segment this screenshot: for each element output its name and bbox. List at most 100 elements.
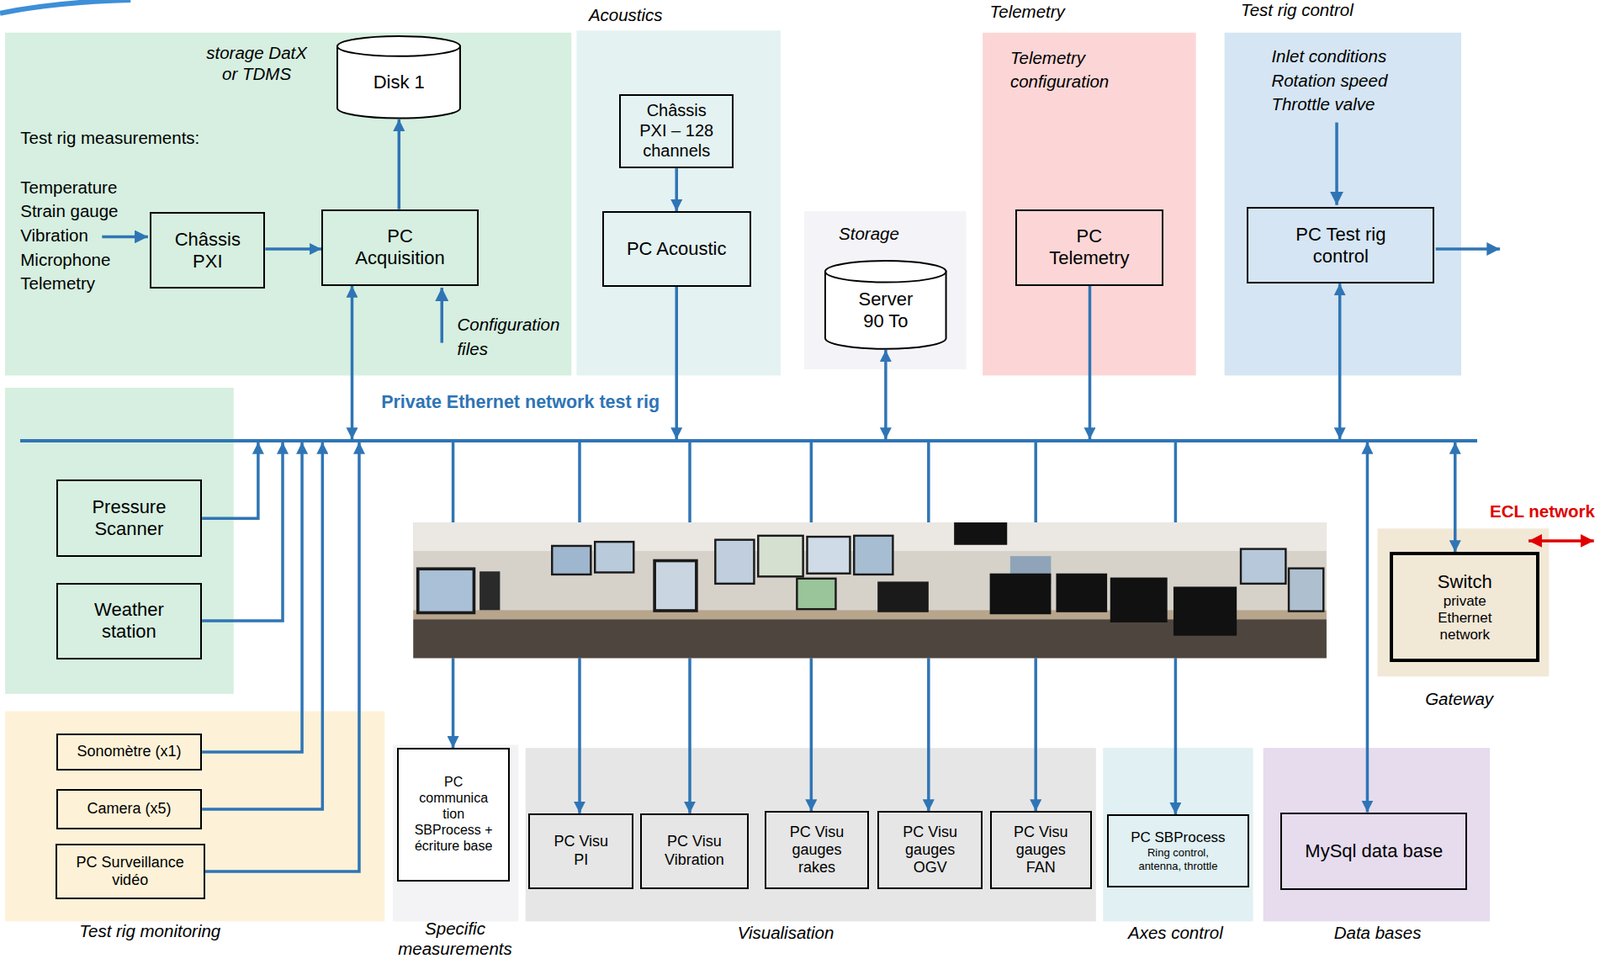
- photo-screen: [808, 537, 850, 573]
- process-box: PC Telemetry: [1015, 209, 1164, 287]
- cylinder-top: [337, 36, 461, 57]
- photo-screen: [798, 579, 836, 609]
- connector: [1366, 442, 1370, 813]
- box-label: Disk 1: [373, 71, 425, 94]
- photo-monitor: [416, 566, 476, 615]
- group-band: Specific measurementsPC communica tion S…: [392, 744, 519, 922]
- box-label: Camera (x5): [86, 800, 171, 818]
- photo-monitor: [877, 581, 929, 612]
- box-label: private Ethernet network: [1422, 593, 1507, 644]
- box-label: PC Visu gauges rakes: [777, 823, 858, 878]
- photo-screen: [855, 536, 893, 574]
- box-label: PC Visu gauges FAN: [1001, 823, 1081, 878]
- photo-monitor: [550, 545, 593, 576]
- connector: [674, 286, 679, 440]
- connector: [1088, 286, 1092, 440]
- input-arrow: [101, 235, 149, 239]
- connector: [201, 442, 302, 753]
- photo-screen: [552, 546, 590, 574]
- storage-cylinder: Disk 1: [336, 35, 461, 119]
- box-label: PC Telemetry: [1040, 225, 1138, 270]
- band-ground: [1102, 747, 1253, 922]
- process-box: PC Visu gauges OGV: [877, 810, 983, 889]
- process-box: Pressure Scanner: [56, 479, 202, 557]
- box-label: Server 90 To: [852, 288, 920, 333]
- storage-cylinder: Server 90 To: [824, 259, 948, 350]
- process-box: PC communica tion SBProcess + écriture b…: [397, 747, 511, 882]
- group-band: VisualisationPC Visu PIPC Visu Vibration…: [525, 747, 1097, 922]
- box-label: Ring control, antenna, throttle: [1127, 846, 1229, 873]
- box-label: MySql data base: [1304, 840, 1443, 863]
- group-heading: Telemetry configuration: [1010, 46, 1129, 95]
- photo-monitor: [805, 535, 851, 575]
- band-ground: [1263, 747, 1490, 922]
- process-box: PC Visu PI: [528, 813, 634, 890]
- network-bus: Private Ethernet network test rig: [20, 439, 1478, 443]
- photo-screen: [716, 540, 754, 583]
- box-label: PC Visu gauges OGV: [890, 823, 970, 878]
- group-heading: Inlet conditions Rotation speed Throttle…: [1271, 44, 1415, 117]
- photo-screen: [758, 536, 802, 576]
- group-band: Axes controlPC SBProcessRing control, an…: [1102, 747, 1253, 922]
- connector: [1453, 442, 1457, 553]
- process-box: Sonomètre (x1): [56, 733, 202, 771]
- group-heading: Test rig measurements:: [20, 127, 239, 149]
- group-heading: Specific measurements: [387, 918, 523, 959]
- photo-monitor: [795, 577, 838, 611]
- group-heading: Temperature Strain gauge Vibration Micro…: [20, 175, 123, 297]
- band-ground: [1377, 528, 1550, 677]
- photo-monitor: [1239, 547, 1288, 585]
- process-box: PC Acoustic: [602, 211, 752, 287]
- connector: [201, 442, 259, 520]
- connector: [205, 442, 360, 872]
- config-arrow: [439, 287, 444, 344]
- box-label: Châssis PXI – 128 channels: [632, 100, 721, 161]
- photo-monitor: [1110, 577, 1168, 623]
- photo-monitor: [757, 535, 805, 578]
- band-ground: [576, 30, 781, 376]
- group-heading: Gateway: [1396, 688, 1523, 710]
- connector: [201, 442, 283, 621]
- note-label: ECL network: [1489, 501, 1595, 523]
- box-label: PC Visu Vibration: [660, 832, 728, 869]
- photo-screen: [1289, 569, 1323, 611]
- box-label: PC Test rig control: [1269, 223, 1413, 268]
- group-heading: Acoustics: [588, 5, 724, 27]
- connector: [350, 286, 355, 440]
- box-label: PC Acoustic: [626, 238, 727, 260]
- connector: [264, 247, 322, 251]
- photo-tv: [953, 522, 1007, 546]
- connector: [884, 349, 888, 440]
- process-box: Switchprivate Ethernet network: [1389, 551, 1540, 663]
- photo-monitor: [714, 538, 756, 585]
- process-box: Châssis PXI: [149, 211, 265, 289]
- process-box: Camera (x5): [56, 789, 202, 831]
- group-heading: Test rig control: [1240, 0, 1426, 22]
- photo-screen: [656, 561, 695, 610]
- group-band: AcousticsChâssis PXI – 128 channelsPC Ac…: [576, 30, 781, 376]
- group-band: GatewaySwitchprivate Ethernet network: [1377, 528, 1550, 677]
- box-label: PC Acquisition: [351, 225, 449, 270]
- photo-monitor: [1287, 566, 1325, 612]
- band-ground: [5, 710, 385, 922]
- group-heading: Telemetry: [990, 1, 1125, 23]
- connector: [201, 442, 323, 810]
- group-heading: Axes control: [1103, 922, 1247, 944]
- process-box: Châssis PXI – 128 channels: [619, 94, 734, 170]
- photo-monitor: [990, 573, 1052, 615]
- box-label: PC Surveillance vidéo: [63, 853, 198, 890]
- band-ground: [1224, 32, 1462, 377]
- photo-monitor: [593, 540, 636, 574]
- band-ground: [804, 211, 967, 370]
- group-band: TelemetryTelemetry configurationPC Telem…: [982, 32, 1197, 377]
- process-box: PC Surveillance vidéo: [55, 843, 206, 900]
- process-box: PC Test rig control: [1246, 206, 1435, 284]
- network-arrow: [1528, 539, 1595, 543]
- process-box: PC Visu gauges FAN: [990, 810, 1092, 889]
- output-arrow: [1435, 247, 1500, 251]
- group-band: Data basesMySql data base: [1263, 747, 1490, 922]
